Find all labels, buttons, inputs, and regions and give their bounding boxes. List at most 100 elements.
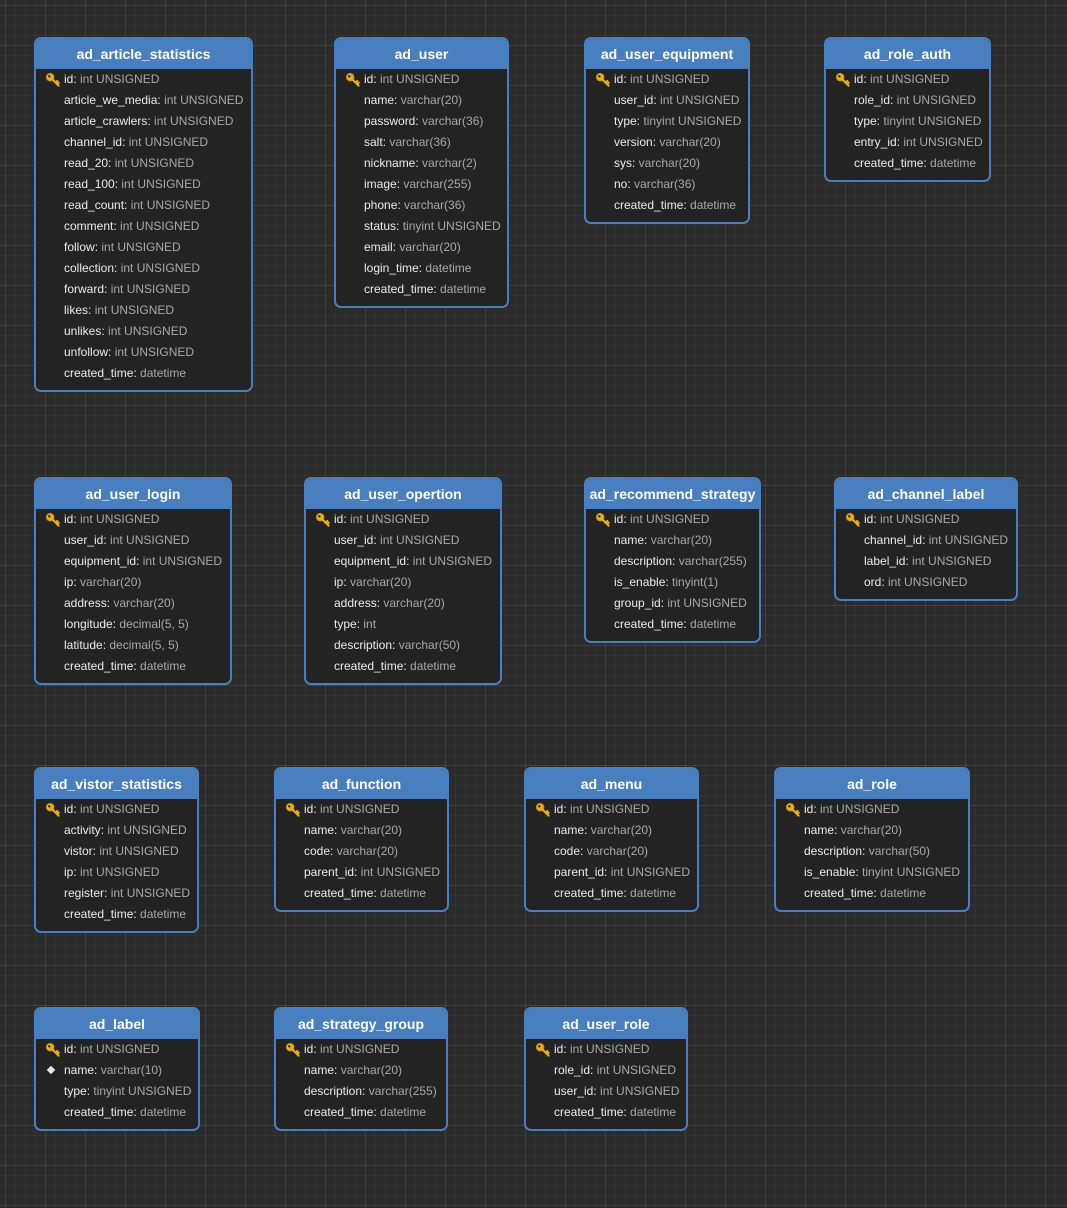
field-row[interactable]: equipment_id: int UNSIGNED xyxy=(306,551,500,572)
field-row[interactable]: register: int UNSIGNED xyxy=(36,883,197,904)
field-row[interactable]: id: int UNSIGNED xyxy=(36,799,197,820)
field-row[interactable]: ip: int UNSIGNED xyxy=(36,862,197,883)
field-row[interactable]: latitude: decimal(5, 5) xyxy=(36,635,230,656)
field-row[interactable]: ip: varchar(20) xyxy=(306,572,500,593)
field-row[interactable]: created_time: datetime xyxy=(526,1102,686,1123)
field-row[interactable]: id: int UNSIGNED xyxy=(586,509,759,530)
field-row[interactable]: created_time: datetime xyxy=(826,153,989,174)
table-header[interactable]: ad_menu xyxy=(526,769,697,799)
field-row[interactable]: sys: varchar(20) xyxy=(586,153,748,174)
field-row[interactable]: login_time: datetime xyxy=(336,258,507,279)
field-row[interactable]: channel_id: int UNSIGNED xyxy=(836,530,1016,551)
table-header[interactable]: ad_role_auth xyxy=(826,39,989,69)
field-row[interactable]: unfollow: int UNSIGNED xyxy=(36,342,251,363)
field-row[interactable]: entry_id: int UNSIGNED xyxy=(826,132,989,153)
field-row[interactable]: is_enable: tinyint(1) xyxy=(586,572,759,593)
field-row[interactable]: role_id: int UNSIGNED xyxy=(826,90,989,111)
field-row[interactable]: group_id: int UNSIGNED xyxy=(586,593,759,614)
field-row[interactable]: name: varchar(20) xyxy=(276,820,447,841)
field-row[interactable]: address: varchar(20) xyxy=(36,593,230,614)
field-row[interactable]: name: varchar(20) xyxy=(586,530,759,551)
field-row[interactable]: read_count: int UNSIGNED xyxy=(36,195,251,216)
field-row[interactable]: version: varchar(20) xyxy=(586,132,748,153)
field-row[interactable]: code: varchar(20) xyxy=(526,841,697,862)
field-row[interactable]: description: varchar(50) xyxy=(306,635,500,656)
field-row[interactable]: article_crawlers: int UNSIGNED xyxy=(36,111,251,132)
field-row[interactable]: id: int UNSIGNED xyxy=(836,509,1016,530)
field-row[interactable]: id: int UNSIGNED xyxy=(776,799,968,820)
field-row[interactable]: created_time: datetime xyxy=(526,883,697,904)
field-row[interactable]: channel_id: int UNSIGNED xyxy=(36,132,251,153)
field-row[interactable]: follow: int UNSIGNED xyxy=(36,237,251,258)
field-row[interactable]: activity: int UNSIGNED xyxy=(36,820,197,841)
field-row[interactable]: name: varchar(20) xyxy=(776,820,968,841)
field-row[interactable]: description: varchar(255) xyxy=(586,551,759,572)
field-row[interactable]: id: int UNSIGNED xyxy=(36,509,230,530)
field-row[interactable]: id: int UNSIGNED xyxy=(586,69,748,90)
field-row[interactable]: id: int UNSIGNED xyxy=(36,69,251,90)
field-row[interactable]: ord: int UNSIGNED xyxy=(836,572,1016,593)
field-row[interactable]: id: int UNSIGNED xyxy=(336,69,507,90)
field-row[interactable]: is_enable: tinyint UNSIGNED xyxy=(776,862,968,883)
field-row[interactable]: created_time: datetime xyxy=(776,883,968,904)
field-row[interactable]: status: tinyint UNSIGNED xyxy=(336,216,507,237)
field-row[interactable]: read_100: int UNSIGNED xyxy=(36,174,251,195)
table-header[interactable]: ad_user_role xyxy=(526,1009,686,1039)
table-header[interactable]: ad_vistor_statistics xyxy=(36,769,197,799)
field-row[interactable]: created_time: datetime xyxy=(36,363,251,384)
field-row[interactable]: parent_id: int UNSIGNED xyxy=(276,862,447,883)
field-row[interactable]: created_time: datetime xyxy=(306,656,500,677)
field-row[interactable]: image: varchar(255) xyxy=(336,174,507,195)
field-row[interactable]: nickname: varchar(2) xyxy=(336,153,507,174)
field-row[interactable]: forward: int UNSIGNED xyxy=(36,279,251,300)
field-row[interactable]: user_id: int UNSIGNED xyxy=(526,1081,686,1102)
table-header[interactable]: ad_label xyxy=(36,1009,198,1039)
table-header[interactable]: ad_channel_label xyxy=(836,479,1016,509)
table-header[interactable]: ad_recommend_strategy xyxy=(586,479,759,509)
table-header[interactable]: ad_user_opertion xyxy=(306,479,500,509)
field-row[interactable]: likes: int UNSIGNED xyxy=(36,300,251,321)
field-row[interactable]: vistor: int UNSIGNED xyxy=(36,841,197,862)
field-row[interactable]: code: varchar(20) xyxy=(276,841,447,862)
field-row[interactable]: type: tinyint UNSIGNED xyxy=(36,1081,198,1102)
field-row[interactable]: salt: varchar(36) xyxy=(336,132,507,153)
field-row[interactable]: id: int UNSIGNED xyxy=(36,1039,198,1060)
field-row[interactable]: id: int UNSIGNED xyxy=(826,69,989,90)
field-row[interactable]: id: int UNSIGNED xyxy=(526,799,697,820)
field-row[interactable]: collection: int UNSIGNED xyxy=(36,258,251,279)
field-row[interactable]: longitude: decimal(5, 5) xyxy=(36,614,230,635)
field-row[interactable]: created_time: datetime xyxy=(336,279,507,300)
field-row[interactable]: type: tinyint UNSIGNED xyxy=(586,111,748,132)
table-header[interactable]: ad_article_statistics xyxy=(36,39,251,69)
field-row[interactable]: type: tinyint UNSIGNED xyxy=(826,111,989,132)
field-row[interactable]: name: varchar(20) xyxy=(276,1060,446,1081)
field-row[interactable]: name: varchar(20) xyxy=(336,90,507,111)
field-row[interactable]: created_time: datetime xyxy=(586,614,759,635)
table-header[interactable]: ad_user_equipment xyxy=(586,39,748,69)
field-row[interactable]: user_id: int UNSIGNED xyxy=(586,90,748,111)
table-header[interactable]: ad_strategy_group xyxy=(276,1009,446,1039)
field-row[interactable]: email: varchar(20) xyxy=(336,237,507,258)
field-row[interactable]: description: varchar(50) xyxy=(776,841,968,862)
table-header[interactable]: ad_user xyxy=(336,39,507,69)
field-row[interactable]: id: int UNSIGNED xyxy=(526,1039,686,1060)
field-row[interactable]: created_time: datetime xyxy=(276,883,447,904)
field-row[interactable]: role_id: int UNSIGNED xyxy=(526,1060,686,1081)
field-row[interactable]: address: varchar(20) xyxy=(306,593,500,614)
field-row[interactable]: user_id: int UNSIGNED xyxy=(306,530,500,551)
